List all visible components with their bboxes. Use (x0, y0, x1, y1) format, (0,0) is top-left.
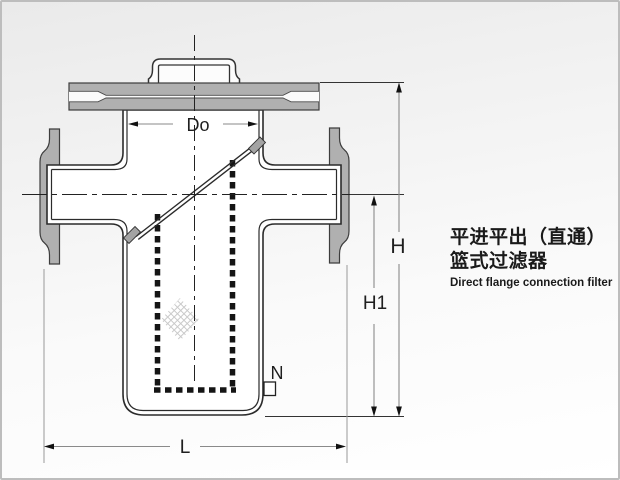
label-H: H (390, 235, 405, 258)
dimension-H1: H1 (363, 195, 387, 417)
screen-seat-diagonal (122, 136, 267, 245)
label-N: N (271, 363, 284, 383)
dimension-Do: Do (128, 115, 258, 135)
label-L: L (180, 437, 191, 458)
mesh-screen-hatch (161, 298, 199, 341)
label-Do: Do (186, 115, 209, 135)
seat-clip-top (247, 136, 267, 155)
product-title-line2: 篮式过滤器 (450, 250, 548, 272)
label-H1: H1 (363, 293, 387, 314)
product-title-line1: 平进平出（直通） (450, 227, 607, 248)
title-block: 平进平出（直通） 篮式过滤器 Direct flange connection … (450, 226, 618, 289)
dimension-L: L (44, 437, 346, 458)
extension-lines (43, 82, 404, 463)
drain-port-square (263, 381, 277, 397)
vessel-body-outer (46, 109, 342, 416)
dimension-H: H (390, 82, 406, 417)
product-subtitle-en: Direct flange connection filter (450, 277, 613, 289)
seat-clip-bottom (122, 225, 142, 245)
basket-dashed-outline (154, 160, 236, 393)
vessel-body-inner-wall (50, 110, 338, 412)
